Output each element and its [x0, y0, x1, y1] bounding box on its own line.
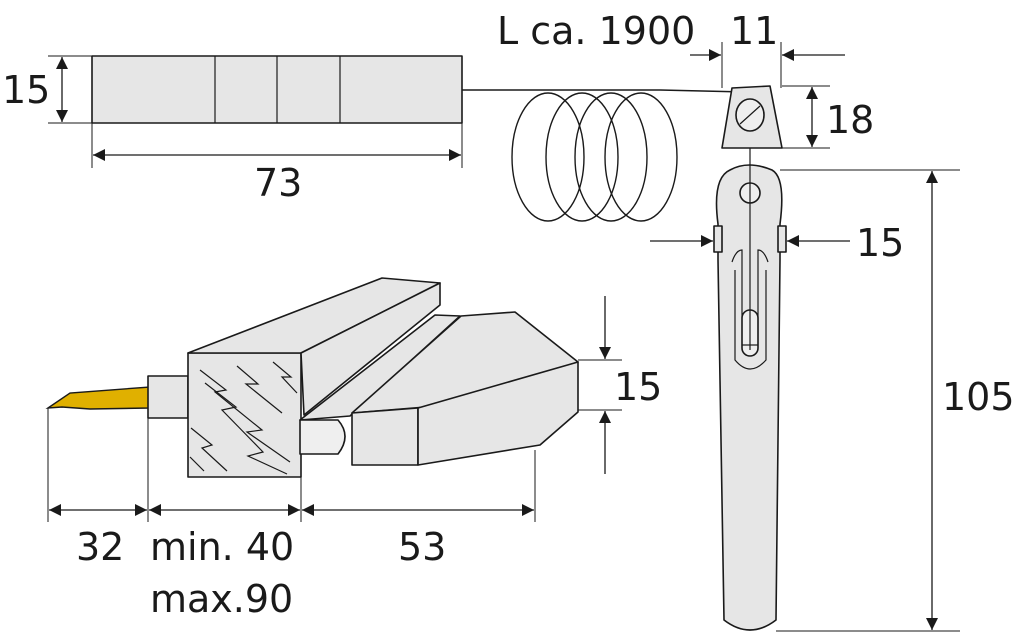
dimension-height-15-holder: 15 — [578, 296, 662, 474]
label-height-105: 105 — [942, 375, 1014, 419]
dimension-height-15-sensor: 15 — [2, 55, 92, 124]
sensor-block — [91, 55, 463, 124]
label-height-18: 18 — [826, 98, 874, 142]
dimension-chain-bottom: 32 min. 40 max.90 53 — [47, 408, 536, 621]
label-height-15-holder: 15 — [614, 365, 662, 409]
dimension-height-18: 18 — [782, 85, 874, 149]
label-dim-min40: min. 40 — [150, 525, 294, 569]
label-dim-32: 32 — [76, 525, 124, 569]
label-height-15-sensor: 15 — [2, 68, 50, 112]
label-cable-length: L ca. 1900 — [497, 9, 695, 53]
dimension-height-105: 105 — [776, 169, 1014, 632]
dimension-width-73: 73 — [91, 123, 463, 205]
dimension-width-11: 11 — [690, 9, 845, 88]
lever-arm — [713, 148, 787, 631]
dimension-width-15-lever: 15 — [650, 221, 904, 265]
cutting-blade — [45, 386, 151, 410]
holder-assembly — [45, 277, 579, 478]
label-dim-53: 53 — [398, 525, 446, 569]
capillary-coil — [462, 89, 746, 222]
label-dim-max90: max.90 — [150, 577, 293, 621]
clamp-head — [721, 85, 783, 149]
label-width-11: 11 — [730, 9, 778, 53]
label-width-73: 73 — [254, 161, 302, 205]
label-width-15-lever: 15 — [856, 221, 904, 265]
